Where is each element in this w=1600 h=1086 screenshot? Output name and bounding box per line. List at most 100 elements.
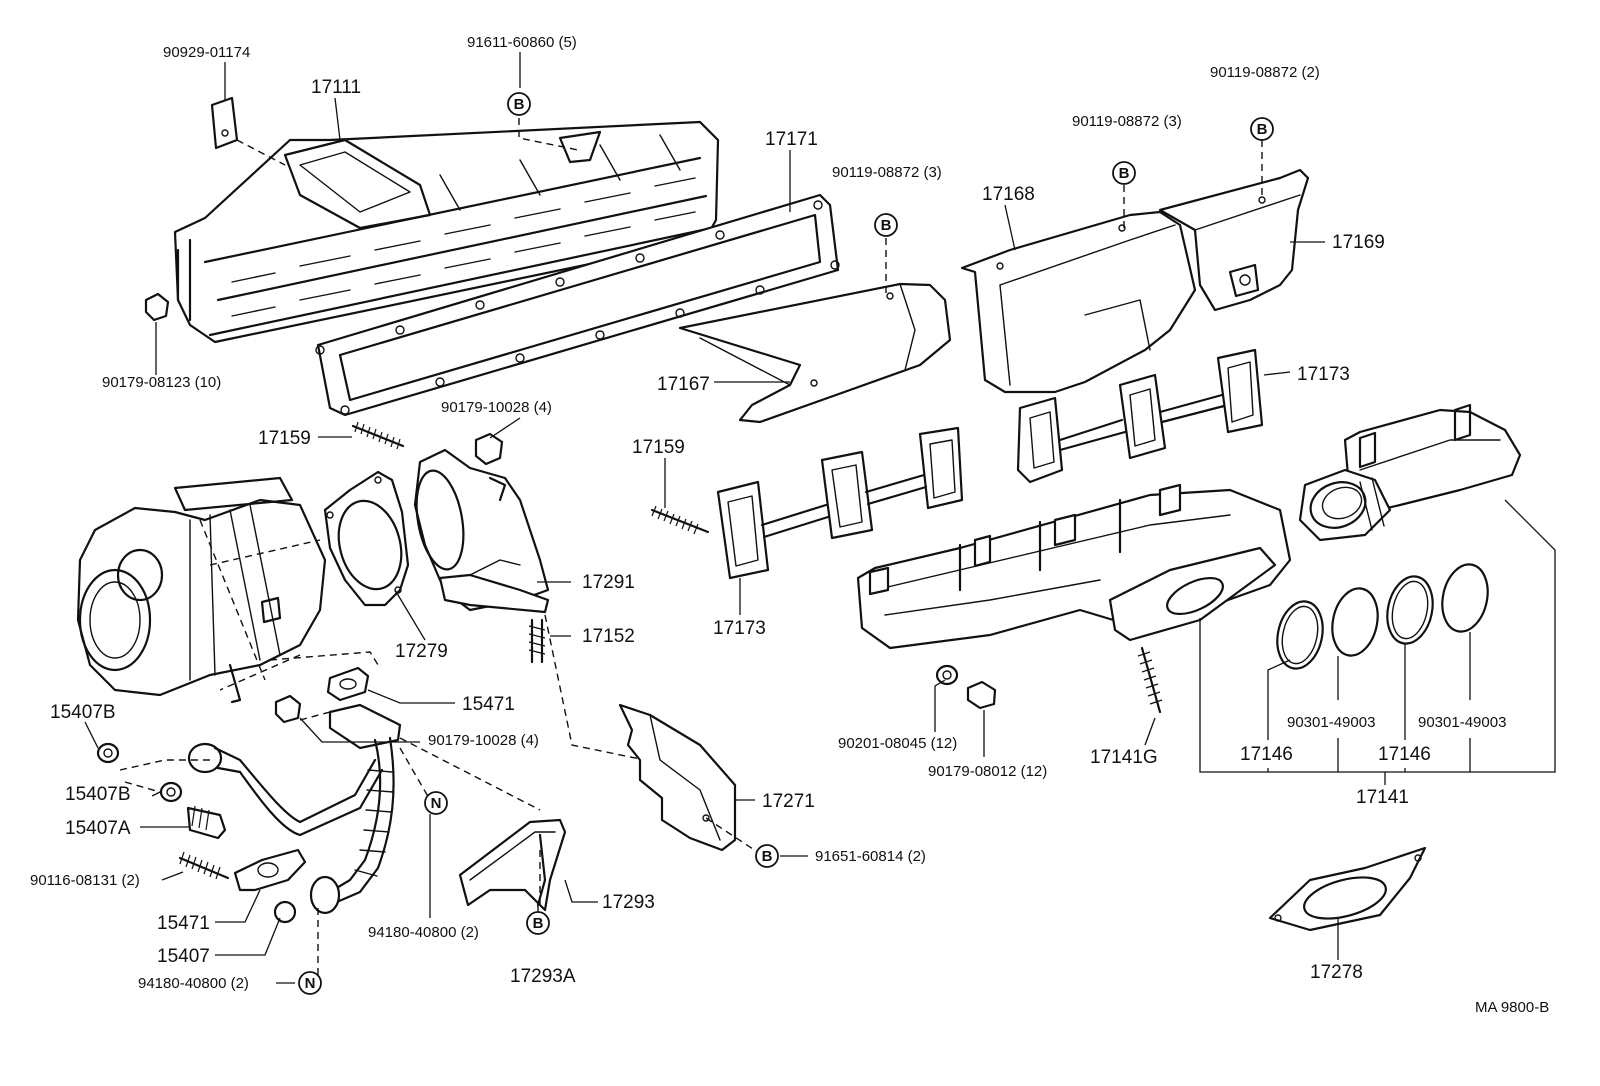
symbol-b-90119-08872-b: B (1112, 161, 1136, 185)
stud-17159-left (351, 421, 405, 450)
label-90179-08123: 90179-08123 (10) (102, 374, 221, 391)
symbol-b-letter: B (881, 217, 892, 234)
gasket-ring-90301-49003-a (1331, 587, 1379, 657)
label-90179-08012: 90179-08012 (12) (928, 763, 1047, 780)
label-17167: 17167 (657, 374, 710, 395)
label-90301-49003-b: 90301-49003 (1418, 714, 1506, 731)
label-17146-b: 17146 (1378, 744, 1431, 765)
label-15407: 15407 (157, 946, 210, 967)
heat-insulator-17167 (678, 282, 952, 424)
exhaust-gasket-17173-mid (716, 426, 964, 580)
guide-17291 (544, 614, 646, 761)
seal-ring-17146-b (1386, 575, 1434, 645)
exhaust-gasket-17173-right (1016, 348, 1264, 484)
bracket-90929-01174 (210, 96, 286, 166)
label-90119-08872-2: 90119-08872 (2) (1210, 64, 1320, 81)
union-bolt-15407A (186, 805, 227, 840)
stud-17141G (1137, 646, 1163, 714)
part-labels: 90929-01174 17111 91611-60860 (5) 17171 … (30, 34, 1549, 1016)
symbol-n-94180-40800-mid: N (424, 791, 448, 815)
intake-manifold-17111 (173, 120, 720, 344)
oil-outlet-pipe (309, 703, 402, 915)
label-15407A: 15407A (65, 818, 131, 839)
gasket-15407B-a (96, 742, 120, 764)
nut-90179-10028-bot (274, 694, 302, 724)
symbol-b-17293A: B (526, 911, 550, 935)
label-90301-49003-a: 90301-49003 (1287, 714, 1375, 731)
stud-17159-mid (650, 505, 710, 535)
nut-90201-08045 (935, 664, 959, 686)
heat-insulator-17169 (1158, 168, 1310, 312)
label-17159-left: 17159 (258, 428, 311, 449)
diagram-code: MA 9800-B (1475, 999, 1549, 1016)
exhaust-manifold-17141-front (1298, 403, 1522, 542)
turbine-elbow-17291 (413, 448, 550, 614)
nut-90179-08123 (144, 292, 170, 375)
heat-insulator-17271 (618, 703, 763, 856)
seal-ring-17146-a (1276, 600, 1324, 670)
nut-90179-08012 (966, 680, 997, 710)
gasket-15471-bot (233, 848, 307, 892)
label-17168: 17168 (982, 184, 1035, 205)
label-17111: 17111 (311, 77, 361, 98)
bracket-17293 (458, 818, 567, 912)
label-17291: 17291 (582, 572, 635, 593)
symbol-n-94180-40800-bot: N (298, 971, 322, 995)
label-17141: 17141 (1356, 787, 1409, 808)
label-90119-08872-3a: 90119-08872 (3) (832, 164, 942, 181)
turbocharger (76, 476, 327, 704)
symbol-b-letter: B (514, 96, 525, 113)
label-15407B-b: 15407B (65, 784, 131, 805)
label-94180-40800-mid: 94180-40800 (2) (368, 924, 479, 941)
label-91611-60860: 91611-60860 (5) (467, 34, 577, 51)
symbol-b-91651-60814: B (755, 844, 779, 868)
label-17293: 17293 (602, 892, 655, 913)
heat-insulator-17168 (960, 210, 1197, 394)
stud-90116-08131 (178, 851, 230, 880)
label-90179-10028-bot: 90179-10028 (4) (428, 732, 539, 749)
label-17141G: 17141G (1090, 747, 1158, 768)
label-90116-08131: 90116-08131 (2) (30, 872, 140, 889)
oil-inlet-pipe (187, 742, 384, 837)
exhaust-manifold-17141-rear (856, 483, 1292, 650)
label-17152: 17152 (582, 626, 635, 647)
symbol-b-letter: B (533, 915, 544, 932)
label-17159-mid: 17159 (632, 437, 685, 458)
gasket-17279 (323, 470, 410, 607)
symbol-b-91611-60860: B (507, 92, 531, 116)
label-90929-01174: 90929-01174 (163, 44, 250, 61)
label-15471-bot: 15471 (157, 913, 210, 934)
symbol-n-letter: N (431, 795, 442, 812)
label-90119-08872-3b: 90119-08872 (3) (1072, 113, 1182, 130)
label-90201-08045: 90201-08045 (12) (838, 735, 957, 752)
label-17293A: 17293A (510, 966, 576, 987)
label-17278: 17278 (1310, 962, 1363, 983)
gasket-15407B-b (159, 781, 183, 803)
nut-90179-10028-top (474, 432, 504, 466)
label-17279: 17279 (395, 641, 448, 662)
gasket-15471-top (326, 666, 370, 702)
label-17171: 17171 (765, 129, 818, 150)
label-17271: 17271 (762, 791, 815, 812)
label-17146-a: 17146 (1240, 744, 1293, 765)
label-15407B-a: 15407B (50, 702, 116, 723)
label-15471-top: 15471 (462, 694, 515, 715)
label-91651-60814: 91651-60814 (2) (815, 848, 926, 865)
leader-lines (84, 52, 1556, 984)
symbol-b-letter: B (1119, 165, 1130, 182)
label-17173-right: 17173 (1297, 364, 1350, 385)
symbol-b-letter: B (762, 848, 773, 865)
gasket-ring-90301-49003-b (1441, 563, 1489, 633)
guide-lines-oil (119, 651, 541, 978)
symbol-b-letter: B (1257, 121, 1268, 138)
symbol-n-letter: N (305, 975, 316, 992)
stud-17152 (528, 618, 546, 664)
label-94180-40800-bot: 94180-40800 (2) (138, 975, 249, 992)
label-90179-10028-top: 90179-10028 (4) (441, 399, 552, 416)
gasket-17278 (1268, 846, 1427, 932)
gasket-17171 (315, 193, 840, 417)
label-17169: 17169 (1332, 232, 1385, 253)
label-17173-mid: 17173 (713, 618, 766, 639)
symbol-b-90119-08872-a: B (874, 213, 898, 237)
